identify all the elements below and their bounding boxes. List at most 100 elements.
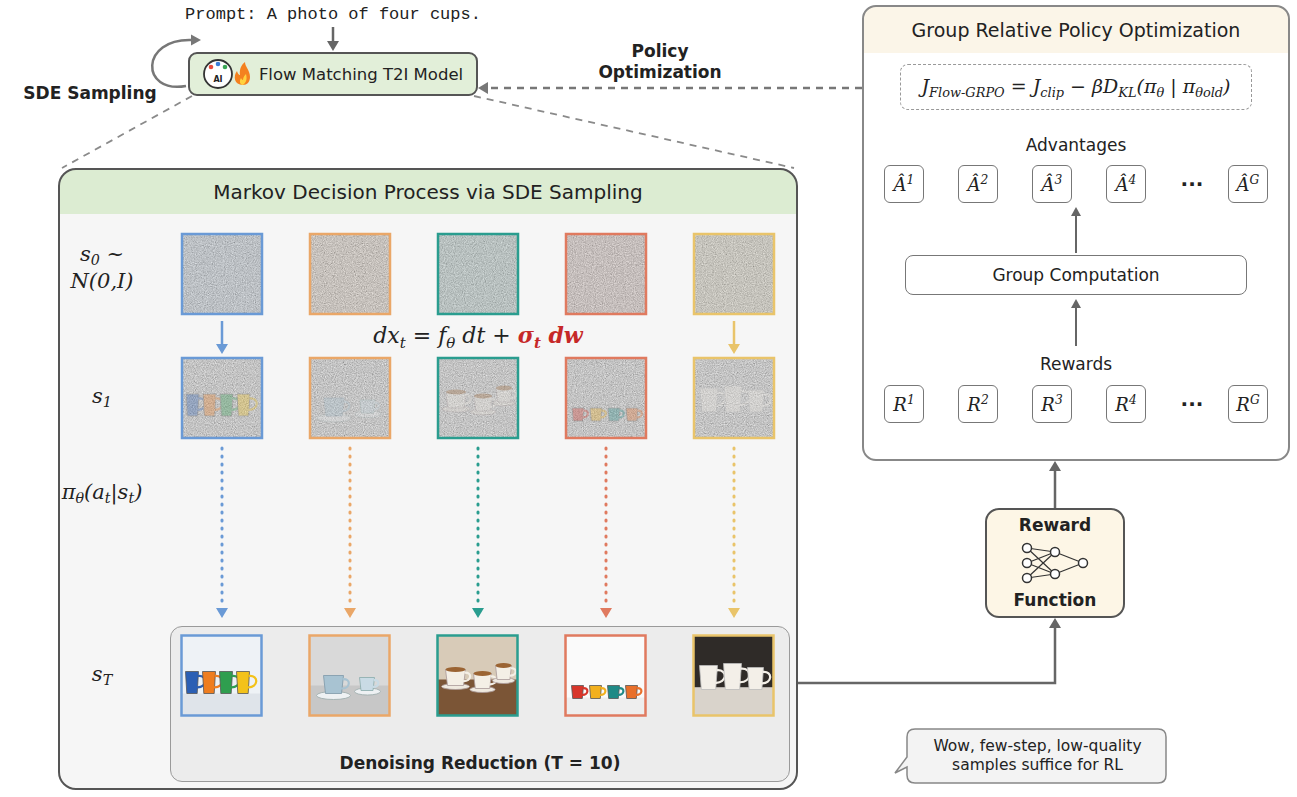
arrowhead	[478, 82, 488, 94]
illustration-group	[182, 234, 774, 618]
image-frame	[310, 636, 390, 716]
sample-strip: Denoising Reduction (T = 10)	[170, 626, 790, 782]
text-run: KL	[1118, 84, 1136, 99]
scene-shape	[446, 390, 466, 395]
dashed-connector	[474, 96, 794, 168]
value-box: ÂG	[1228, 165, 1268, 203]
text-run: 1	[907, 393, 915, 407]
scene-fill	[694, 688, 774, 716]
value-box: R3	[1032, 385, 1072, 423]
scene-fill	[182, 636, 262, 716]
flame-icon	[240, 74, 247, 85]
network-node	[1051, 548, 1060, 557]
scene-shape	[317, 692, 351, 700]
scene-shape	[317, 414, 351, 422]
arrowhead	[472, 608, 484, 618]
network-link	[1055, 563, 1083, 574]
step-arrow-dotted	[733, 448, 736, 604]
process-label: SDE Sampling	[23, 83, 156, 103]
arrowhead	[1071, 207, 1081, 216]
noise-image	[182, 234, 262, 314]
scene-fill	[566, 698, 646, 716]
image-frame	[566, 636, 646, 716]
dashed-connector	[486, 87, 862, 90]
node-text: Â3	[1042, 173, 1063, 195]
image-frame	[438, 234, 518, 314]
cup-body	[748, 668, 764, 690]
cup-body	[237, 672, 250, 694]
text-run: − βD	[1064, 75, 1118, 97]
cup-handle	[739, 669, 749, 683]
scene-fill	[310, 636, 390, 716]
node-text: Reward	[1019, 515, 1091, 535]
cup-body	[590, 408, 602, 421]
scene-shape	[470, 409, 495, 415]
text-run: | π	[1164, 75, 1195, 97]
image-frame	[694, 636, 774, 716]
scene-fill	[310, 686, 390, 716]
text-run: 4	[1129, 173, 1137, 187]
arrowhead	[216, 344, 228, 354]
cup-handle	[489, 676, 496, 684]
cup-body	[626, 686, 638, 699]
cup-handle	[600, 688, 605, 695]
palette-dot	[216, 62, 221, 67]
cup-body	[724, 386, 742, 412]
text-run: R	[967, 394, 981, 415]
palette-dot	[209, 65, 214, 70]
step-arrow-dotted	[605, 448, 608, 604]
node-text: Wow, few-step, low-quality samples suffi…	[915, 737, 1160, 776]
noise-image	[694, 234, 774, 314]
text-run: clip	[1040, 84, 1064, 99]
cup-body	[360, 400, 375, 413]
optimization-panel: Group Relative Policy OptimizationJFlow-…	[862, 5, 1290, 461]
cup-body	[220, 394, 233, 416]
cup-handle	[619, 411, 624, 418]
cup-handle	[214, 398, 222, 410]
scene-shape	[493, 400, 515, 406]
flow-arrow	[1075, 307, 1077, 346]
network-node	[1023, 544, 1032, 553]
cup-body	[572, 686, 584, 699]
scene-fill	[566, 234, 646, 314]
cup-body	[446, 670, 466, 686]
network-node	[1023, 559, 1032, 568]
arrowhead	[1071, 299, 1081, 308]
dashed-connector	[62, 96, 192, 168]
caption: Denoising Reduction (T = 10)	[340, 753, 621, 773]
cup-body	[700, 388, 718, 412]
noise-image	[694, 358, 774, 438]
cup-body	[626, 408, 638, 421]
cup-handle	[637, 411, 642, 418]
network-node	[1079, 559, 1088, 568]
network-node	[1051, 570, 1060, 579]
cup-body	[186, 394, 199, 416]
cup-body	[324, 676, 344, 694]
arrowhead	[344, 608, 356, 618]
cup-handle	[618, 688, 623, 695]
text-run: = J	[1005, 75, 1041, 97]
flame-icon	[235, 62, 250, 85]
cup-body	[237, 394, 250, 416]
noise-image	[566, 358, 646, 438]
model-icons	[190, 54, 256, 94]
text-run: 2	[981, 173, 989, 187]
palette-icon	[204, 60, 232, 88]
model-box: Flow Matching T2I Model	[188, 52, 478, 96]
cup-handle	[716, 393, 725, 406]
cup-handle	[463, 673, 470, 681]
node-text: Â1	[894, 173, 915, 195]
network-link	[1027, 552, 1055, 578]
text-run: θ	[1156, 84, 1164, 99]
text-run: Â	[1116, 174, 1129, 195]
text-run: Â	[968, 174, 981, 195]
edge-label: Policy Optimization	[595, 41, 725, 84]
scene-shape	[496, 663, 512, 668]
cup-body	[203, 394, 216, 416]
node-text: Â4	[1116, 173, 1137, 195]
network-link	[1027, 548, 1055, 574]
node-text: R1	[893, 393, 914, 415]
cup-body	[360, 678, 375, 691]
prompt-text: Prompt: A photo of four cups.	[185, 5, 481, 24]
arrowhead	[728, 344, 740, 354]
